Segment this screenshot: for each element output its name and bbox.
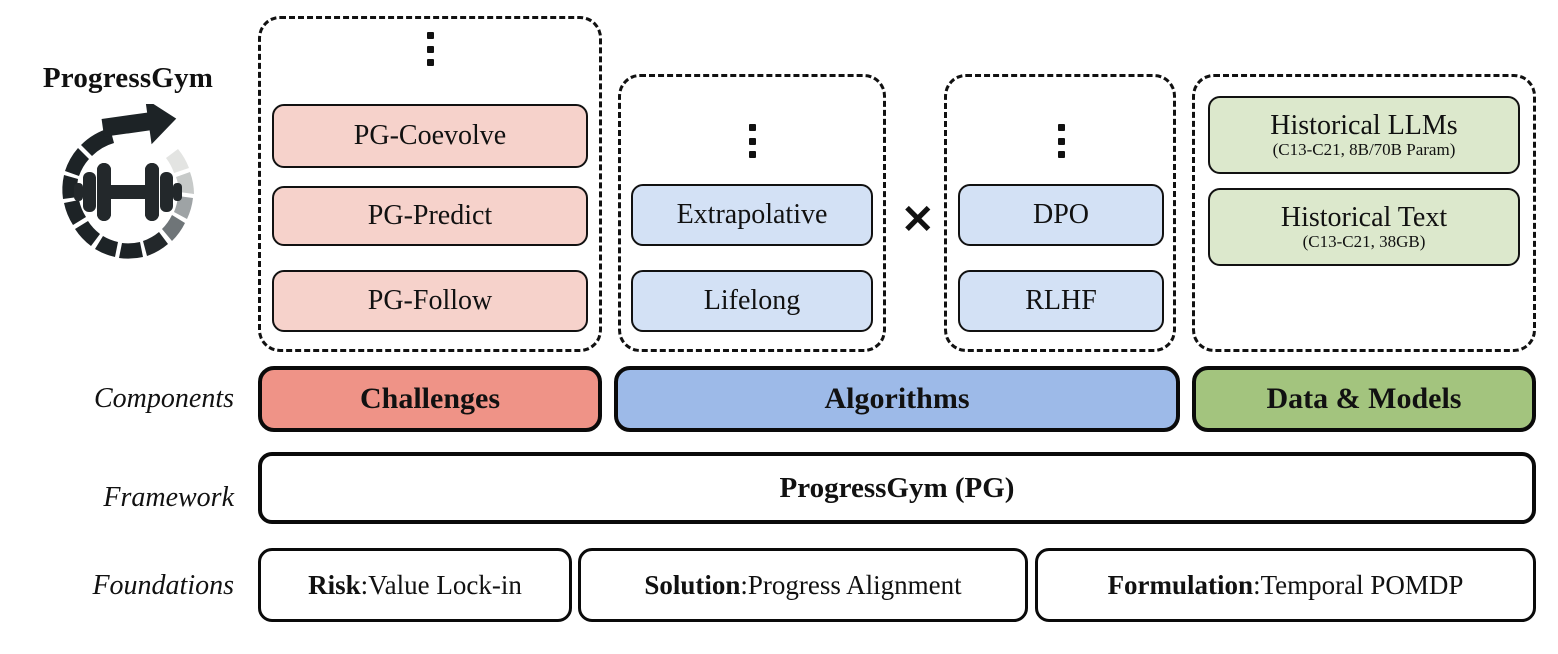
component-bar-data-models[interactable]: Data & Models	[1192, 366, 1536, 432]
progressgym-circular-arrow-dumbbell-icon	[44, 98, 212, 272]
foundation-key: Formulation	[1107, 569, 1254, 600]
algorithm-paradigm-group	[618, 74, 886, 352]
foundation-box-risk[interactable]: Risk: Value Lock-in	[258, 548, 572, 622]
challenges-group	[258, 16, 602, 352]
algorithm-method-vertical-ellipsis-icon	[1056, 124, 1066, 158]
algorithm-method-group	[944, 74, 1176, 352]
foundation-value: Value Lock-in	[368, 569, 522, 600]
algorithm-paradigm-vertical-ellipsis-icon	[747, 124, 757, 158]
foundation-separator: :	[1253, 569, 1261, 600]
row-label-foundations: Foundations	[92, 570, 234, 601]
foundation-value: Progress Alignment	[747, 569, 962, 600]
foundation-box-solution[interactable]: Solution: Progress Alignment	[578, 548, 1028, 622]
algorithm-method-title: RLHF	[1025, 285, 1097, 317]
foundation-key: Risk	[308, 569, 361, 600]
challenge-item-pg-follow[interactable]: PG-Follow	[272, 270, 588, 332]
data-item-subtitle: (C13-C21, 8B/70B Param)	[1272, 140, 1456, 160]
foundation-separator: :	[740, 569, 748, 600]
framework-label: ProgressGym (PG)	[779, 471, 1015, 504]
challenge-item-pg-coevolve[interactable]: PG-Coevolve	[272, 104, 588, 168]
foundation-box-formulation[interactable]: Formulation: Temporal POMDP	[1035, 548, 1536, 622]
algorithm-method-title: DPO	[1032, 199, 1089, 231]
challenge-item-title: PG-Predict	[367, 200, 493, 232]
cross-product-icon: ✕	[901, 198, 935, 242]
algorithm-method-dpo[interactable]: DPO	[958, 184, 1164, 246]
challenge-item-pg-predict[interactable]: PG-Predict	[272, 186, 588, 246]
brand-title: ProgressGym	[42, 62, 214, 94]
row-label-components: Components	[94, 383, 234, 414]
foundation-separator: :	[360, 569, 369, 600]
foundation-value: Temporal POMDP	[1260, 569, 1464, 600]
data-item-title: Historical Text	[1280, 201, 1448, 233]
component-bar-challenges[interactable]: Challenges	[258, 366, 602, 432]
component-bar-label: Data & Models	[1266, 382, 1462, 415]
brand-logo: ProgressGym	[8, 62, 248, 332]
challenges-vertical-ellipsis-icon	[425, 32, 435, 66]
challenge-item-title: PG-Coevolve	[353, 120, 507, 152]
algorithm-method-rlhf[interactable]: RLHF	[958, 270, 1164, 332]
algorithm-paradigm-title: Lifelong	[703, 285, 801, 317]
component-bar-algorithms[interactable]: Algorithms	[614, 366, 1180, 432]
framework-bar[interactable]: ProgressGym (PG)	[258, 452, 1536, 524]
component-bar-label: Algorithms	[824, 382, 970, 415]
algorithm-paradigm-extrapolative[interactable]: Extrapolative	[631, 184, 873, 246]
row-label-framework: Framework	[103, 482, 234, 513]
foundation-key: Solution	[644, 569, 741, 600]
data-item-historical-text[interactable]: Historical Text (C13-C21, 38GB)	[1208, 188, 1520, 266]
component-bar-label: Challenges	[359, 382, 500, 415]
algorithm-paradigm-lifelong[interactable]: Lifelong	[631, 270, 873, 332]
challenge-item-title: PG-Follow	[367, 285, 493, 317]
data-models-group	[1192, 74, 1536, 352]
data-item-historical-llms[interactable]: Historical LLMs (C13-C21, 8B/70B Param)	[1208, 96, 1520, 174]
data-item-subtitle: (C13-C21, 38GB)	[1302, 232, 1426, 252]
algorithm-paradigm-title: Extrapolative	[676, 199, 828, 231]
data-item-title: Historical LLMs	[1270, 109, 1458, 141]
